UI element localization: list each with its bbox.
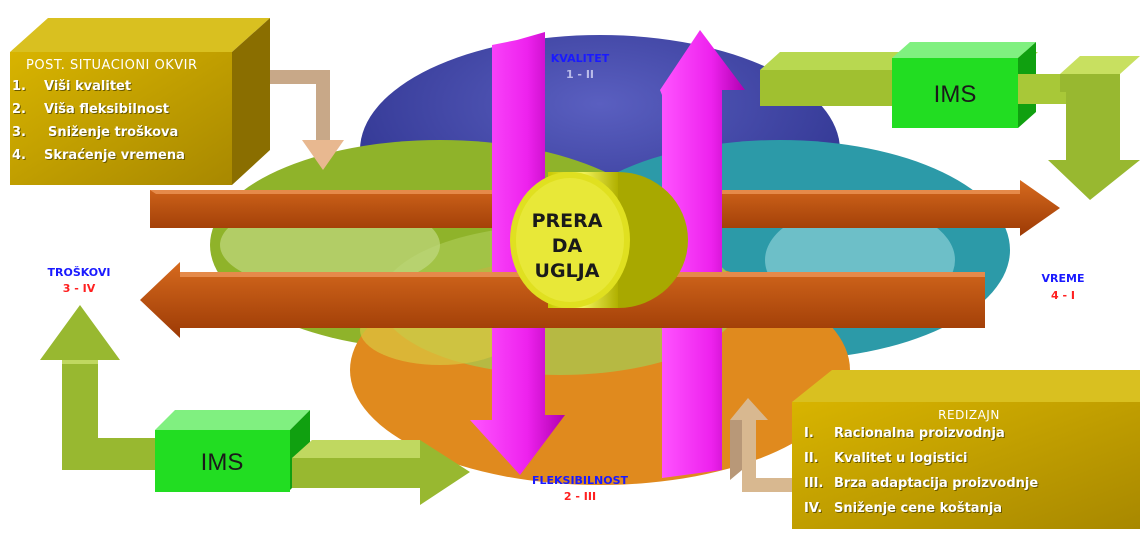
- post-box-shape: [10, 18, 270, 185]
- post-box-title: POST. SITUACIONI OKVIR: [26, 58, 198, 73]
- center-line-3: UGLJA: [535, 260, 600, 282]
- axis-left-code: 3 - IV: [63, 282, 96, 295]
- redizajn-box-item: III.Brza adaptacija proizvodnje: [804, 476, 1039, 491]
- redizajn-connector: [730, 398, 792, 492]
- center-label: PRERA DA UGLJA: [532, 210, 603, 282]
- magenta-arrow-up: [660, 30, 745, 478]
- axis-bottom-name: FLEKSIBILNOST: [532, 474, 629, 487]
- redizajn-box-item: I.Racionalna proizvodnja: [804, 426, 1005, 441]
- post-situacioni-okvir-box: POST. SITUACIONI OKVIR 1.Viši kvalitet 2…: [12, 58, 230, 171]
- center-cylinder: [510, 172, 688, 308]
- ims-top-label: IMS: [934, 81, 977, 108]
- axis-right-name: VREME: [1042, 272, 1085, 285]
- redizajn-box: REDIZAJN I.Racionalna proizvodnja II.Kva…: [804, 408, 1134, 526]
- center-line-2: DA: [552, 235, 583, 257]
- post-box-item: 2.Viša fleksibilnost: [12, 102, 169, 117]
- center-line-1: PRERA: [532, 210, 603, 232]
- post-box-connector: [270, 70, 344, 170]
- redizajn-box-item: IV.Sniženje cene koštanja: [804, 501, 1003, 516]
- ims-bottom-shape: [40, 305, 470, 505]
- ims-bottom-label: IMS: [201, 449, 244, 476]
- axis-right-code: 4 - I: [1051, 289, 1075, 302]
- redizajn-box-shape: [792, 370, 1140, 529]
- redizajn-box-list: I.Racionalna proizvodnja II.Kvalitet u l…: [804, 426, 1134, 526]
- post-box-item: 1.Viši kvalitet: [12, 79, 132, 94]
- post-box-list: 1.Viši kvalitet 2.Viša fleksibilnost 3.S…: [12, 79, 230, 171]
- redizajn-box-item: II.Kvalitet u logistici: [804, 451, 968, 466]
- post-box-item: 4.Skraćenje vremena: [12, 148, 185, 163]
- redizajn-box-title: REDIZAJN: [938, 408, 1000, 422]
- axis-left-name: TROŠKOVI: [48, 266, 111, 279]
- axis-bottom-code: 2 - III: [564, 490, 596, 503]
- axis-top-code: 1 - II: [566, 68, 594, 81]
- post-box-item: 3.Sniženje troškova: [12, 125, 179, 140]
- axis-top-name: KVALITET: [551, 52, 610, 65]
- ims-top-shape: [760, 42, 1140, 200]
